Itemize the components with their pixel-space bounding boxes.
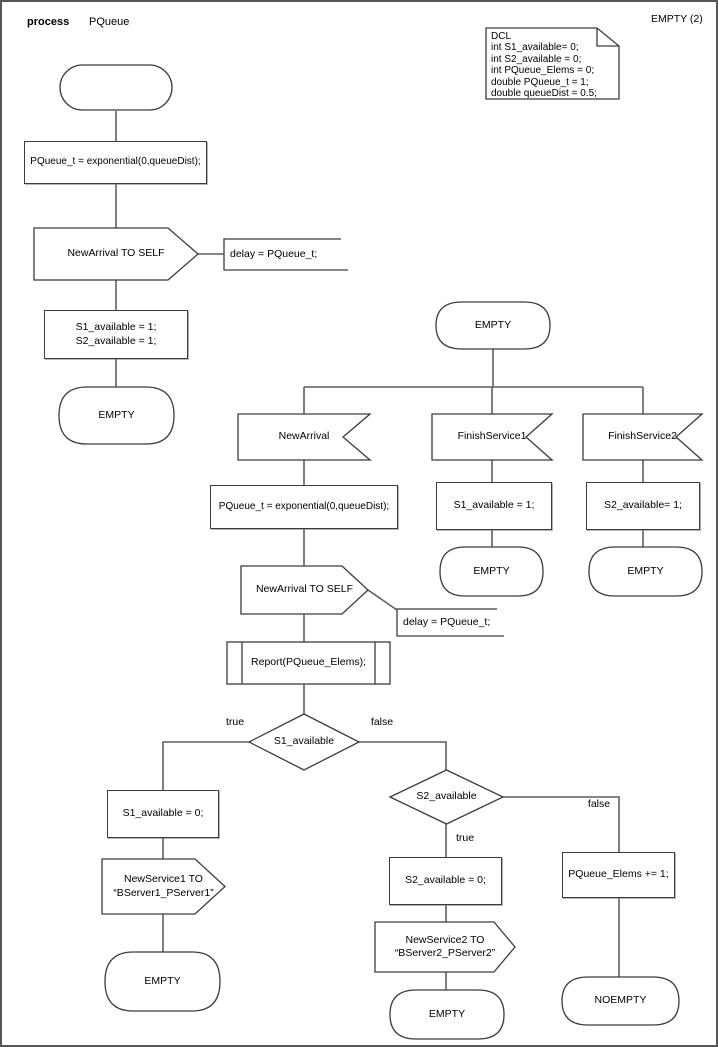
page-label: EMPTY (2) [651, 13, 703, 25]
dcl-line: double PQueue_t = 1; [491, 76, 589, 88]
comment-delay-start: delay = PQueue_t; [223, 238, 348, 271]
state-noempty: NOEMPTY [561, 976, 680, 1026]
dcl-line: int S1_available= 0; [491, 42, 579, 54]
procedure-call-report: Report(PQueue_Elems); [226, 641, 391, 685]
decision-s2-available: S2_available [388, 769, 505, 825]
branch-label-s2-true: true [455, 832, 475, 844]
decision-s1-available: S1_available [247, 713, 361, 771]
task-s1-available-1: S1_available = 1; [436, 482, 552, 530]
start-symbol [59, 64, 173, 111]
process-name: PQueue [89, 16, 130, 28]
task-s2-available-1: S2_available= 1; [586, 482, 700, 530]
output-newarrival-to-self-start: NewArrival TO SELF [33, 227, 199, 281]
branch-label-s1-false: false [370, 716, 394, 728]
task-init-availability: S1_available = 1; S2_available = 1; [44, 310, 188, 359]
task-set-timer-start: PQueue_t = exponential(0,queueDist); [24, 141, 207, 184]
branch-label-s2-false: false [587, 798, 611, 810]
dcl-line: int PQueue_Elems = 0; [491, 65, 595, 77]
state-empty-hub: EMPTY [435, 301, 551, 350]
input-finishservice2: FinishService2 [582, 413, 704, 461]
dcl-text-symbol [485, 27, 620, 100]
input-newarrival: NewArrival [237, 413, 372, 461]
task-s2-available-0: S2_available = 0; [389, 857, 502, 905]
state-empty-fs2: EMPTY [588, 546, 703, 597]
state-empty-s1: EMPTY [104, 951, 221, 1012]
task-s1-available-0: S1_available = 0; [107, 790, 219, 838]
state-empty-fs1: EMPTY [439, 546, 544, 597]
dcl-line: int S2_available = 0; [491, 53, 582, 65]
comment-delay-newarrival: delay = PQueue_t; [396, 608, 504, 637]
output-newservice2: NewService2 TO “BServer2_PServer2” [374, 921, 516, 973]
input-finishservice1: FinishService1 [431, 413, 554, 461]
state-empty-start: EMPTY [58, 386, 175, 445]
task-set-timer-newarrival: PQueue_t = exponential(0,queueDist); [210, 485, 398, 529]
process-keyword: process [27, 16, 70, 28]
branch-label-s1-true: true [225, 716, 245, 728]
output-newarrival-to-self: NewArrival TO SELF [240, 565, 369, 615]
task-pqueue-elems-increment: PQueue_Elems += 1; [562, 852, 675, 898]
output-newservice1: NewService1 TO “BServer1_PServer1” [101, 858, 226, 915]
dcl-title: DCL [491, 31, 512, 42]
state-empty-s2: EMPTY [389, 989, 505, 1040]
dcl-declarations: DCL int S1_available= 0; int S2_availabl… [491, 31, 616, 99]
dcl-line: double queueDist = 0.5; [491, 88, 597, 100]
